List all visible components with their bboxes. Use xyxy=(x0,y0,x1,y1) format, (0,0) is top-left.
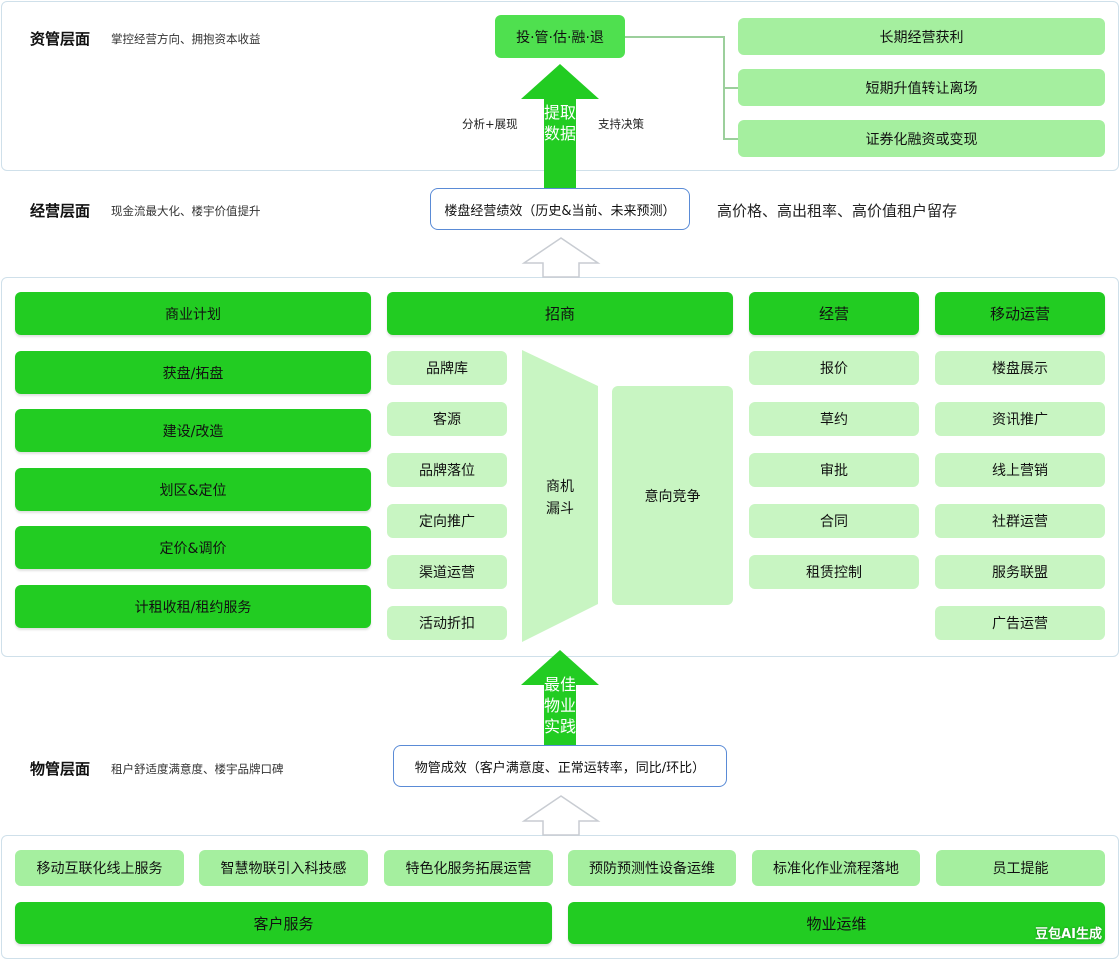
col3-header: 经营 xyxy=(749,292,919,335)
outcome-short-term: 短期升值转让离场 xyxy=(738,69,1105,106)
property-layer-title: 物管层面 xyxy=(30,760,91,778)
asset-layer-title: 资管层面 xyxy=(30,30,91,48)
col1-item: 定价&调价 xyxy=(15,526,371,569)
ops-layer-title: 经营层面 xyxy=(30,202,91,220)
extract-data-arrow-text: 提取 数据 xyxy=(536,102,584,144)
col4-item: 线上营销 xyxy=(935,453,1105,487)
connector-branch-3 xyxy=(723,138,738,140)
col3-item: 租赁控制 xyxy=(749,555,919,589)
invest-manage-box: 投·管·估·融·退 xyxy=(495,15,625,58)
col2-item: 品牌落位 xyxy=(387,453,507,487)
col4-header: 移动运营 xyxy=(935,292,1105,335)
connector-horizontal xyxy=(625,36,725,38)
arrow-text-line: 实践 xyxy=(543,717,576,736)
property-maintenance-bar: 物业运维 xyxy=(568,902,1105,944)
customer-service-bar: 客户服务 xyxy=(15,902,552,944)
col1-item: 建设/改造 xyxy=(15,409,371,452)
arrow-text-line: 数据 xyxy=(543,124,576,143)
col4-item: 楼盘展示 xyxy=(935,351,1105,385)
col4-item: 服务联盟 xyxy=(935,555,1105,589)
col3-item: 审批 xyxy=(749,453,919,487)
col2-item: 活动折扣 xyxy=(387,606,507,640)
outcome-securitization: 证券化融资或变现 xyxy=(738,120,1105,157)
decision-note: 支持决策 xyxy=(598,117,644,131)
col1-header: 商业计划 xyxy=(15,292,371,335)
col1-item: 划区&定位 xyxy=(15,468,371,511)
property-service-item: 预防预测性设备运维 xyxy=(568,850,736,886)
hollow-up-arrow-icon xyxy=(521,237,601,278)
col4-item: 广告运营 xyxy=(935,606,1105,640)
arrow-text-line: 提取 xyxy=(543,103,576,122)
property-service-item: 智慧物联引入科技感 xyxy=(199,850,368,886)
funnel-shape xyxy=(522,350,598,642)
best-practice-arrow-icon xyxy=(521,650,599,746)
col2-item: 客源 xyxy=(387,402,507,436)
funnel-label: 商机 漏斗 xyxy=(522,476,598,520)
property-service-item: 移动互联化线上服务 xyxy=(15,850,184,886)
col3-item: 草约 xyxy=(749,402,919,436)
funnel-label-line: 商机 xyxy=(546,479,574,495)
building-performance-box: 楼盘经营绩效（历史&当前、未来预测） xyxy=(430,188,690,230)
property-performance-box: 物管成效（客户满意度、正常运转率，同比/环比） xyxy=(393,745,727,787)
outcome-long-term: 长期经营获利 xyxy=(738,18,1105,55)
col4-item: 社群运营 xyxy=(935,504,1105,538)
property-service-item: 特色化服务拓展运营 xyxy=(384,850,553,886)
col2-item: 定向推广 xyxy=(387,504,507,538)
col3-item: 合同 xyxy=(749,504,919,538)
extract-data-arrow-icon xyxy=(521,64,599,188)
col2-item: 渠道运营 xyxy=(387,555,507,589)
col1-item: 获盘/拓盘 xyxy=(15,351,371,394)
col2-header: 招商 xyxy=(387,292,733,335)
arrow-text-line: 最佳 xyxy=(543,675,576,694)
property-service-item: 员工提能 xyxy=(936,850,1105,886)
col2-item: 品牌库 xyxy=(387,351,507,385)
arrow-text-line: 物业 xyxy=(543,696,576,715)
col4-item: 资讯推广 xyxy=(935,402,1105,436)
watermark: 豆包AI生成 xyxy=(1035,927,1102,942)
col1-item: 计租收租/租约服务 xyxy=(15,585,371,628)
connector-branch-2 xyxy=(723,87,738,89)
funnel-label-line: 漏斗 xyxy=(546,501,574,517)
hollow-up-arrow-icon xyxy=(521,795,601,836)
ops-goal-text: 高价格、高出租率、高价值租户留存 xyxy=(717,202,958,220)
col3-item: 报价 xyxy=(749,351,919,385)
property-layer-desc: 租户舒适度满意度、楼宇品牌口碑 xyxy=(111,762,284,776)
intent-competition-box: 意向竞争 xyxy=(612,386,733,605)
property-service-item: 标准化作业流程落地 xyxy=(752,850,920,886)
analysis-note: 分析+展现 xyxy=(462,117,518,131)
best-practice-arrow-text: 最佳 物业 实践 xyxy=(536,674,584,737)
asset-layer-desc: 掌控经营方向、拥抱资本收益 xyxy=(111,32,261,46)
ops-layer-desc: 现金流最大化、楼宇价值提升 xyxy=(111,204,261,218)
